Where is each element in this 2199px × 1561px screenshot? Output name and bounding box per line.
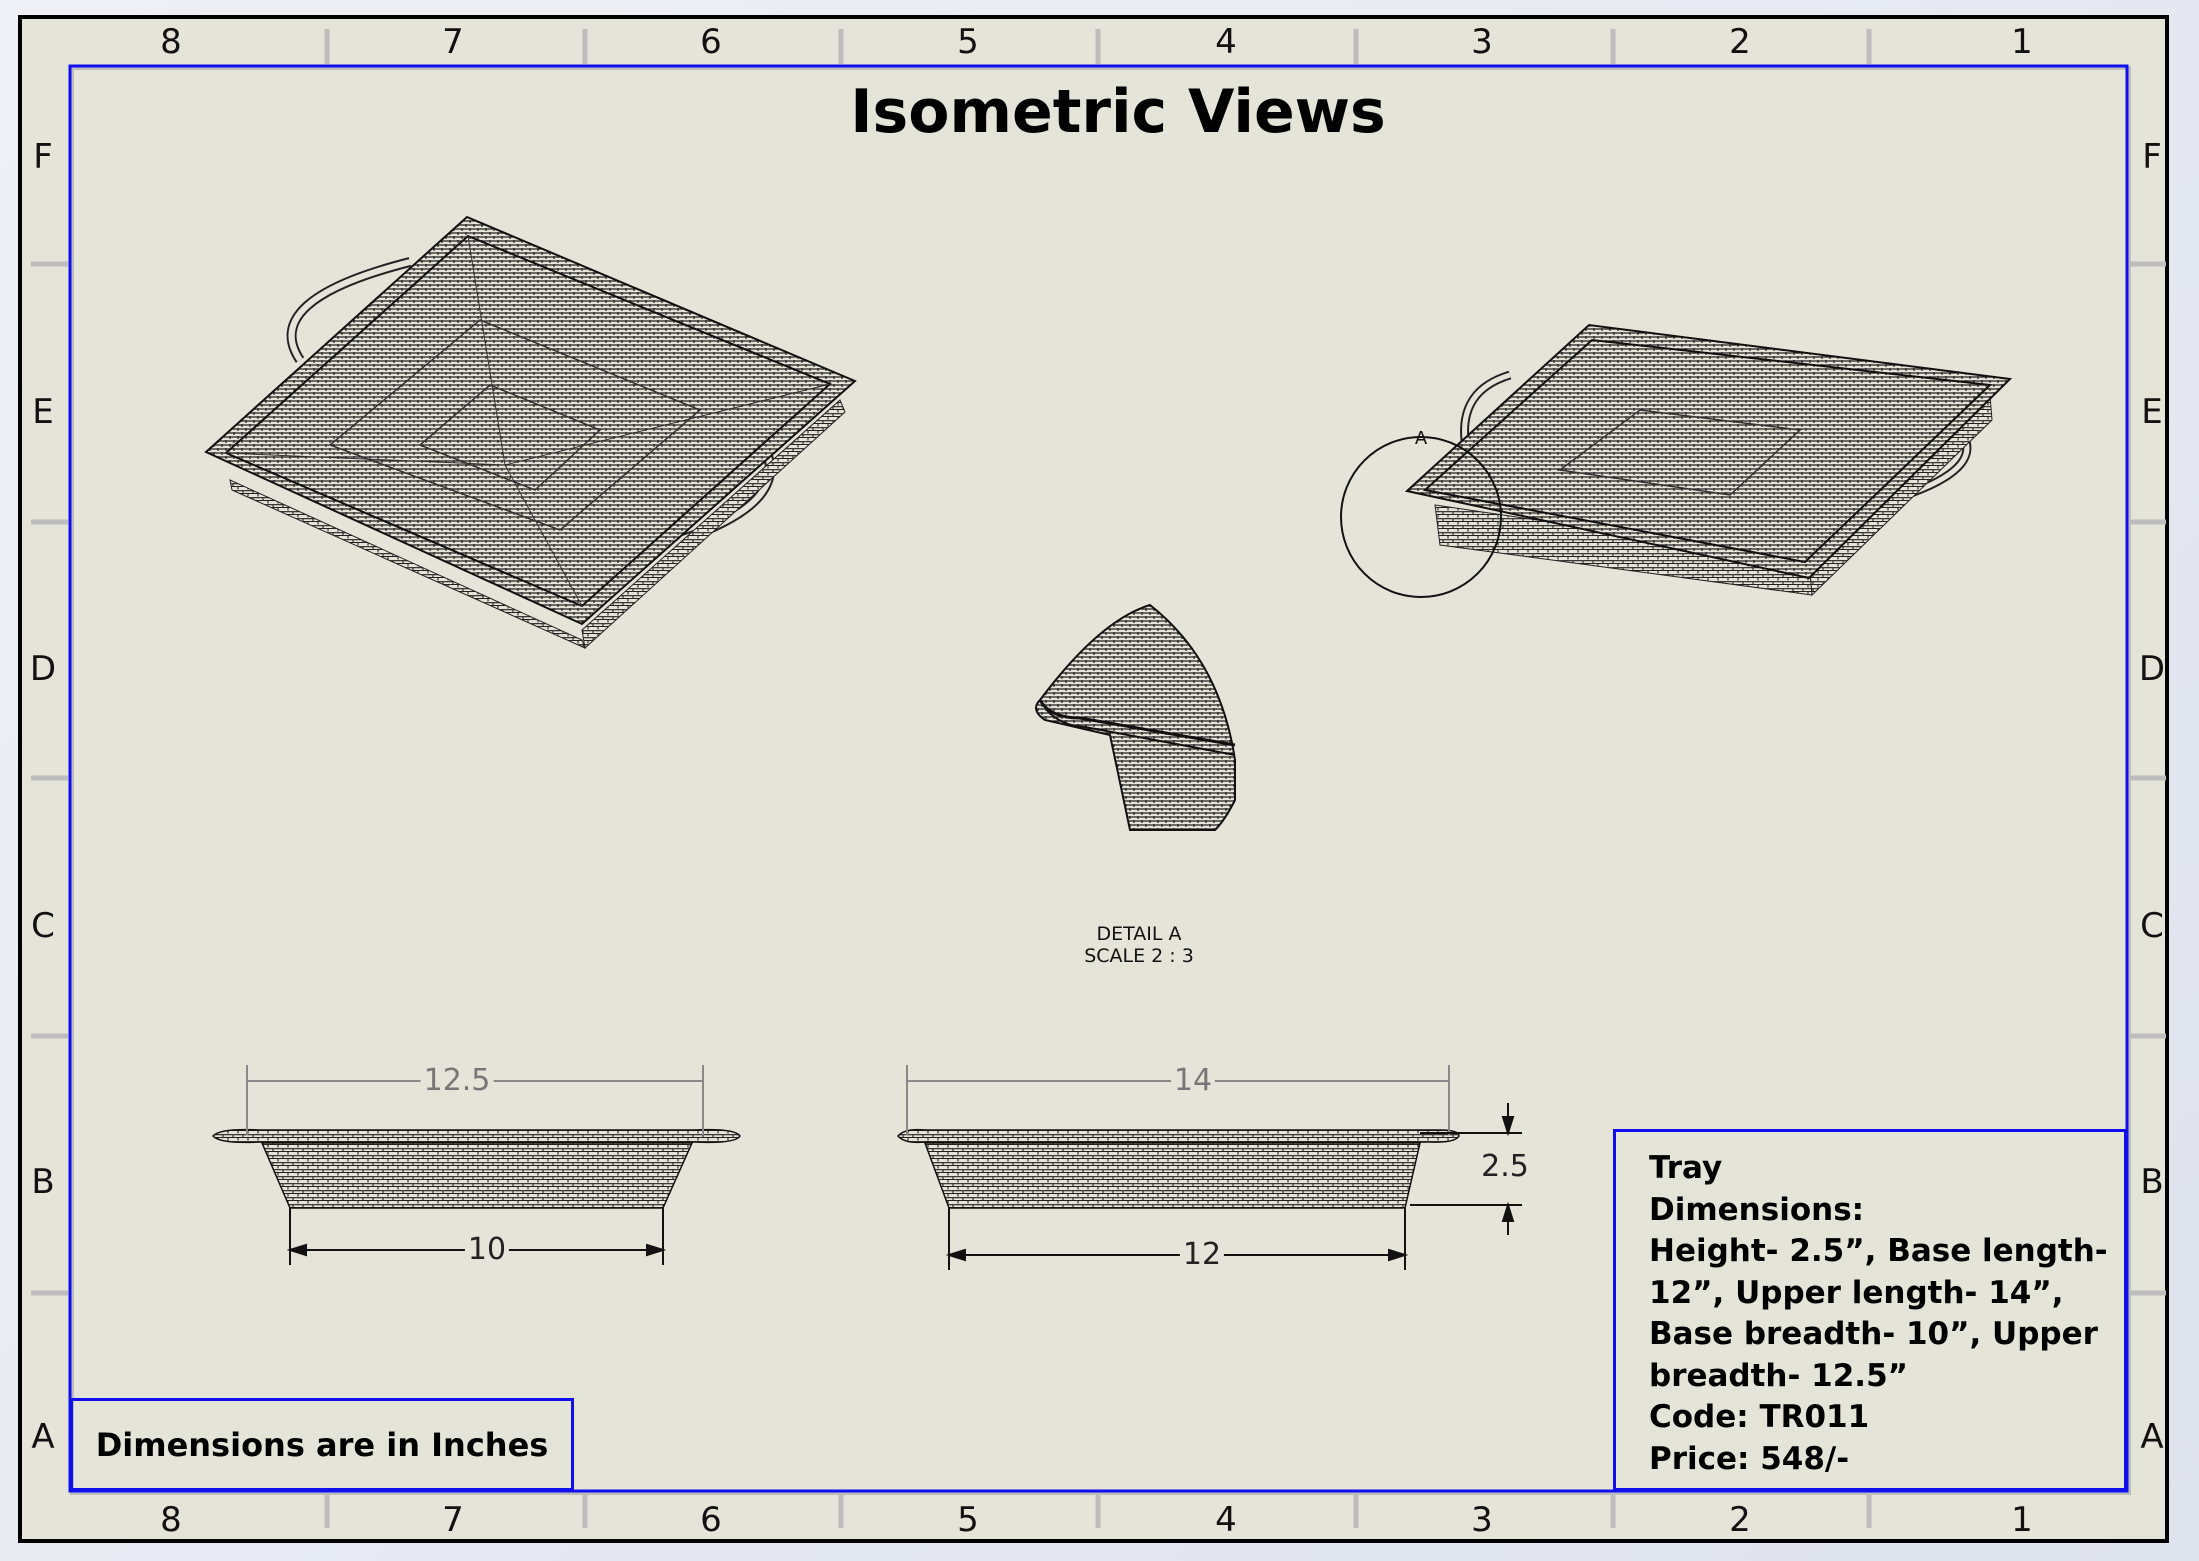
column-label: 5 xyxy=(957,1500,979,1540)
zone-ticks xyxy=(31,29,2166,1528)
dim-base-length: 12 xyxy=(1179,1240,1225,1270)
dim-base-breadth: 10 xyxy=(464,1235,510,1265)
column-label: 8 xyxy=(160,1500,182,1540)
title-block-line: Height- 2.5”, Base length- xyxy=(1649,1233,2108,1269)
column-label: 7 xyxy=(442,22,464,62)
title-block-line: Dimensions: xyxy=(1649,1191,1865,1228)
dim-upper-breadth: 12.5 xyxy=(420,1066,494,1096)
detail-scale: SCALE 2 : 3 xyxy=(1084,945,1194,967)
column-label: 3 xyxy=(1471,1500,1493,1540)
row-label: C xyxy=(2140,906,2164,946)
row-label: F xyxy=(2142,137,2162,177)
dim-upper-length: 14 xyxy=(1170,1066,1216,1096)
dimension-lines-base xyxy=(286,1103,1522,1270)
column-label: 2 xyxy=(1729,22,1751,62)
side-view-side xyxy=(897,1128,1460,1209)
row-label: A xyxy=(31,1417,55,1457)
column-label: 4 xyxy=(1215,1500,1237,1540)
detail-marker: A xyxy=(1415,428,1428,449)
row-label: F xyxy=(33,137,53,177)
title-block-line: Tray xyxy=(1649,1150,1723,1186)
detail-caption: DETAIL A SCALE 2 : 3 xyxy=(1084,923,1194,967)
isometric-view-left xyxy=(204,215,857,649)
title-block-line: 12”, Upper length- 14”, xyxy=(1649,1274,2064,1311)
column-label: 5 xyxy=(957,22,979,62)
detail-view-a xyxy=(1035,603,1236,831)
column-label: 3 xyxy=(1471,22,1493,62)
row-label: B xyxy=(2140,1162,2164,1202)
page-title: Isometric Views xyxy=(850,77,1386,147)
column-label: 1 xyxy=(2011,1500,2033,1540)
column-label: 2 xyxy=(1729,1500,1751,1540)
title-block-line: Code: TR011 xyxy=(1649,1399,1870,1435)
row-label: B xyxy=(31,1162,55,1202)
column-label: 7 xyxy=(442,1500,464,1540)
row-label: D xyxy=(29,649,57,689)
row-label: A xyxy=(2140,1417,2164,1457)
row-label: E xyxy=(32,392,54,432)
row-label: E xyxy=(2141,392,2163,432)
title-block-line: Base breadth- 10”, Upper xyxy=(1649,1316,2098,1352)
column-label: 1 xyxy=(2011,22,2033,62)
title-block-line: breadth- 12.5” xyxy=(1649,1357,1909,1394)
column-label: 6 xyxy=(700,22,722,62)
column-label: 8 xyxy=(160,22,182,62)
isometric-view-right xyxy=(1340,323,2013,598)
column-label: 6 xyxy=(700,1500,722,1540)
title-block-line: Price: 548/- xyxy=(1649,1440,1850,1477)
column-label: 4 xyxy=(1215,22,1237,62)
drawing-frame xyxy=(68,64,2129,1493)
row-label: C xyxy=(31,906,55,946)
title-block: Tray Dimensions: Height- 2.5”, Base leng… xyxy=(1613,1129,2127,1491)
detail-label: DETAIL A xyxy=(1096,923,1182,945)
side-view-front xyxy=(212,1128,741,1209)
row-label: D xyxy=(2138,649,2166,689)
detail-circle-a xyxy=(1340,436,1502,598)
dim-height: 2.5 xyxy=(1478,1152,1532,1182)
units-note: Dimensions are in Inches xyxy=(70,1398,574,1491)
